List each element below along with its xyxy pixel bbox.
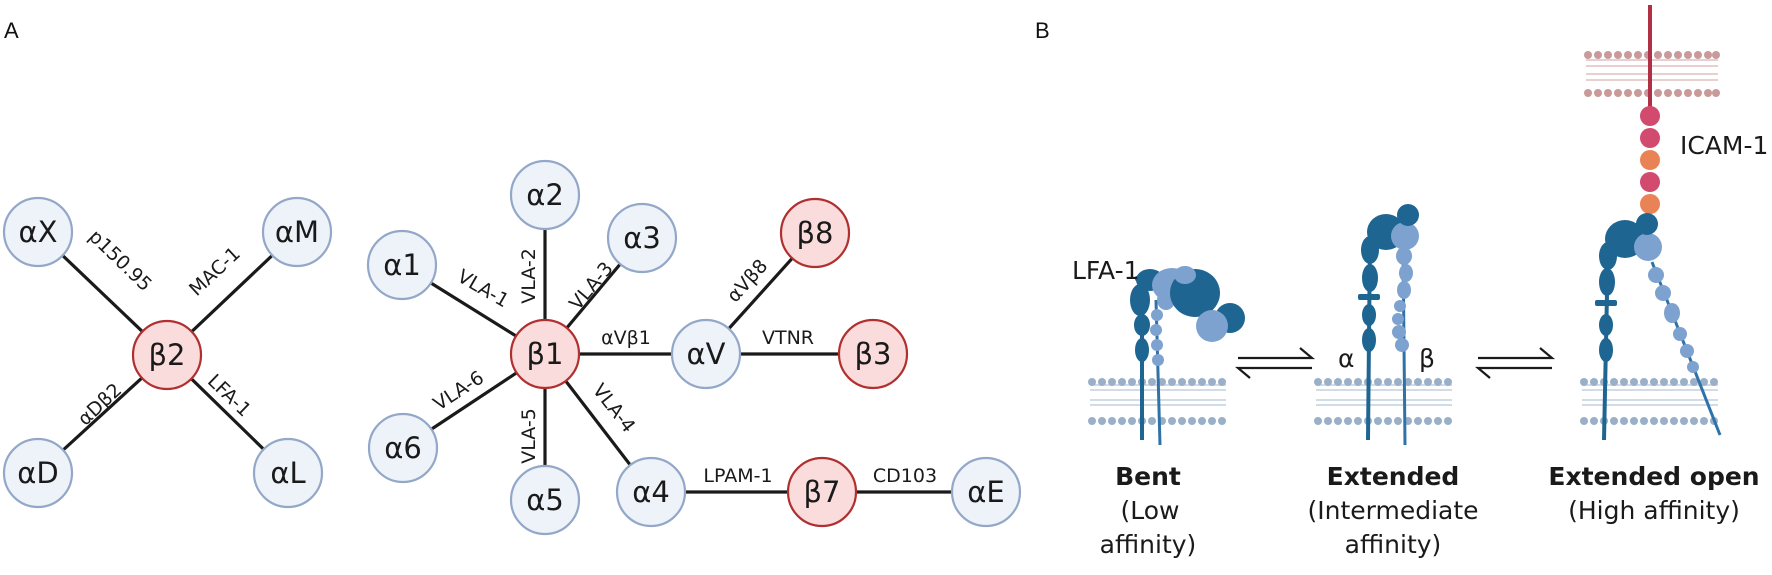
- node-ae: [950, 456, 1022, 528]
- node-ax: [2, 196, 74, 268]
- edge-label-lpam1: LPAM-1: [703, 465, 772, 487]
- node-al: [252, 437, 324, 509]
- node-b1: [509, 318, 581, 390]
- edge-label-vla3: VLA-3: [565, 258, 618, 315]
- node-a6: [367, 412, 439, 484]
- caption-extended-title: Extended: [1327, 462, 1460, 491]
- node-av-label: αV: [687, 337, 726, 371]
- node-a4-label: α4: [632, 475, 670, 509]
- edge-label-vla1: VLA-1: [453, 265, 512, 312]
- beta2-cluster: p150.95 MAC-1 αDβ2 LFA-1 αX αM αD αL β2: [2, 196, 333, 509]
- extended-open-integrin: [1580, 5, 1722, 441]
- node-ae-label: αE: [967, 475, 1004, 509]
- node-b7-label: β7: [804, 475, 841, 509]
- edge-label-vla6: VLA-6: [429, 367, 488, 416]
- caption-bent: Bent (Low affinity): [1100, 462, 1197, 559]
- node-b3: [837, 318, 909, 390]
- node-am-label: αM: [275, 215, 319, 249]
- caption-bent-title: Bent: [1115, 462, 1181, 491]
- node-ad-label: αD: [17, 456, 58, 490]
- panel-a-letter: A: [4, 18, 19, 43]
- edge-label-vla2: VLA-2: [518, 248, 540, 304]
- node-a3-label: α3: [623, 221, 661, 255]
- edge-label-avb1: αVβ1: [601, 327, 651, 349]
- node-ad: [2, 437, 74, 509]
- panel-a-network: p150.95 MAC-1 αDβ2 LFA-1 αX αM αD αL β2 …: [2, 159, 1022, 536]
- edge-label-vla5: VLA-5: [518, 408, 540, 464]
- caption-extended-open: Extended open (High affinity): [1548, 462, 1759, 525]
- node-a2: [509, 159, 581, 231]
- node-av: [670, 318, 742, 390]
- node-b8-label: β8: [797, 216, 834, 250]
- node-a2-label: α2: [526, 178, 564, 212]
- edge-label-avb8: αVβ8: [723, 255, 773, 307]
- caption-open-title: Extended open: [1548, 462, 1759, 491]
- node-b3-label: β3: [855, 337, 892, 371]
- lfa1-label: LFA-1: [1072, 256, 1140, 285]
- edge-label-vla4: VLA-4: [588, 380, 640, 437]
- caption-open-line1: (High affinity): [1568, 496, 1740, 525]
- icam1-label: ICAM-1: [1680, 131, 1768, 160]
- node-b2: [131, 319, 203, 391]
- node-a1-label: α1: [383, 248, 421, 282]
- alphav-cluster: αVβ8 VTNR αV β8 β3: [670, 197, 909, 390]
- membrane-extended: [1314, 378, 1452, 425]
- icam-membrane: [1584, 51, 1720, 97]
- node-a1: [366, 229, 438, 301]
- extended-integrin: [1314, 204, 1452, 446]
- node-a6-label: α6: [384, 431, 422, 465]
- node-b7: [786, 456, 858, 528]
- caption-extended-line1: (Intermediate: [1307, 496, 1478, 525]
- caption-extended: Extended (Intermediate affinity): [1307, 462, 1478, 559]
- edge-label-adb2: αDβ2: [74, 379, 127, 430]
- caption-extended-line2: affinity): [1345, 530, 1442, 559]
- panel-b-conformations: LFA-1: [1072, 5, 1768, 559]
- node-a5: [509, 464, 581, 536]
- edge-label-vtnr: VTNR: [762, 327, 814, 349]
- equilibrium-arrow-2: [1474, 347, 1556, 379]
- equilibrium-arrow-1: [1234, 347, 1316, 379]
- caption-bent-line1: (Low: [1121, 496, 1180, 525]
- panel-b-letter: B: [1035, 18, 1050, 43]
- node-al-label: αL: [270, 456, 305, 490]
- node-a5-label: α5: [526, 483, 564, 517]
- node-am: [261, 196, 333, 268]
- beta-chain-label: β: [1419, 344, 1435, 373]
- node-b1-label: β1: [527, 337, 564, 371]
- beta1-cluster: VLA-1 VLA-2 VLA-3 VLA-6 VLA-5 VLA-4 αVβ1…: [366, 159, 706, 536]
- node-b2-label: β2: [149, 338, 186, 372]
- beta7-cluster: LPAM-1 CD103 α4 β7 αE: [615, 456, 1022, 528]
- node-b8: [779, 197, 851, 269]
- edge-label-cd103: CD103: [873, 465, 937, 487]
- caption-bent-line2: affinity): [1100, 530, 1197, 559]
- node-a3: [606, 202, 678, 274]
- membrane-extended-open: [1580, 378, 1718, 425]
- bent-integrin: [1088, 266, 1245, 446]
- alpha-chain-label: α: [1338, 344, 1354, 373]
- node-ax-label: αX: [19, 215, 58, 249]
- node-a4: [615, 456, 687, 528]
